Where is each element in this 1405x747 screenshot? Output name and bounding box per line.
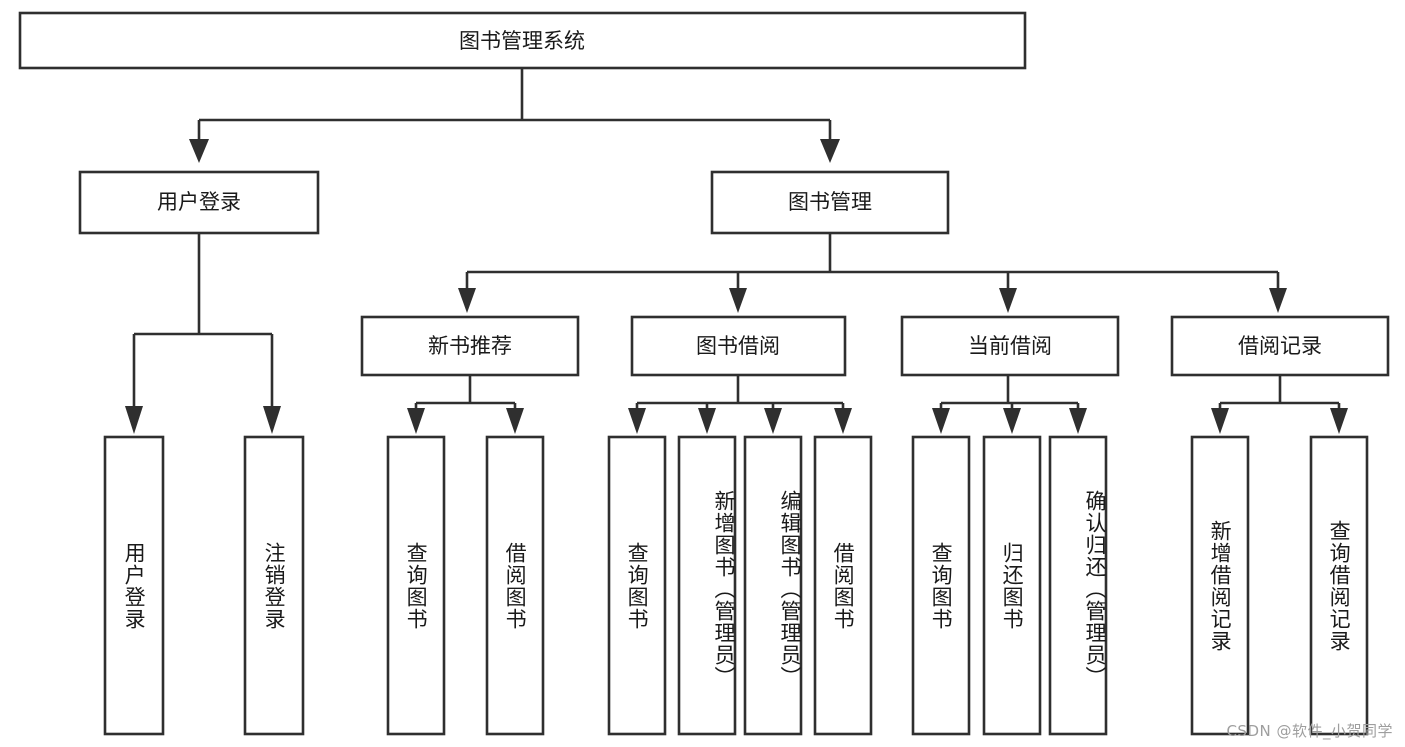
arrowhead-leaf-confirm-return-admin [1069,408,1087,434]
node-new-book-rec-label: 新书推荐 [428,334,512,358]
arrowhead-book-manage [820,139,840,163]
connector-group-borrow-record [1211,375,1348,434]
leaf-box-logout[interactable] [243,435,305,736]
leaf-box-confirm-return-admin[interactable] [1048,435,1108,736]
arrowhead-book-borrow [729,288,747,313]
arrowhead-leaf-query-book-rec [407,408,425,434]
node-book-manage[interactable]: 图书管理 [710,170,950,235]
node-current-borrow-label: 当前借阅 [968,334,1052,358]
arrowhead-leaf-user-login [125,406,143,434]
arrowhead-user-login [189,139,209,163]
node-new-book-rec-box[interactable] [360,315,580,377]
node-root-system[interactable]: 图书管理系统 [18,11,1027,70]
leaf-box-add-borrow-record[interactable] [1190,435,1250,736]
leaf-box-return-book[interactable] [982,435,1042,736]
node-book-borrow[interactable]: 图书借阅 [630,315,847,377]
node-current-borrow[interactable]: 当前借阅 [900,315,1120,377]
connector-group-root [189,68,840,163]
leaf-box-query-borrow-record[interactable] [1309,435,1369,736]
node-current-borrow-box[interactable] [900,315,1120,377]
arrowhead-borrow-record [1269,288,1287,313]
arrowhead-leaf-query-book-bb [628,408,646,434]
arrowhead-leaf-borrow-book-rec [506,408,524,434]
arrowhead-leaf-query-book-cb [932,408,950,434]
arrowhead-leaf-return-book [1003,408,1021,434]
node-book-manage-box[interactable] [710,170,950,235]
node-borrow-record[interactable]: 借阅记录 [1170,315,1390,377]
node-root-box[interactable] [18,11,1027,70]
leaf-box-borrow-book-rec[interactable] [485,435,545,736]
arrowhead-leaf-add-borrow-record [1211,408,1229,434]
leaf-box-borrow-book-bb[interactable] [813,435,873,736]
arrowhead-leaf-logout [263,406,281,434]
leaf-box-user-login[interactable] [103,435,165,736]
node-borrow-record-label: 借阅记录 [1238,334,1322,358]
connector-group-new-book-rec [407,375,524,434]
arrowhead-new-book-rec [458,288,476,313]
leaf-box-query-book-cb[interactable] [911,435,971,736]
node-book-borrow-box[interactable] [630,315,847,377]
leaf-box-edit-book-admin[interactable] [743,435,803,736]
arrowhead-current-borrow [999,288,1017,313]
leaf-box-query-book-rec[interactable] [386,435,446,736]
node-new-book-rec[interactable]: 新书推荐 [360,315,580,377]
node-user-login-box[interactable] [78,170,320,235]
leaf-box-add-book-admin[interactable] [677,435,737,736]
node-borrow-record-box[interactable] [1170,315,1390,377]
node-root-label: 图书管理系统 [459,29,585,53]
node-book-manage-label: 图书管理 [788,190,872,214]
node-user-login-label: 用户登录 [157,190,241,214]
leaf-boxes-group [103,435,1369,736]
arrowhead-leaf-add-book-admin [698,408,716,434]
connector-group-book-manage [458,233,1287,313]
arrowhead-leaf-borrow-book-bb [834,408,852,434]
leaf-box-query-book-bb[interactable] [607,435,667,736]
arrowhead-leaf-edit-book-admin [764,408,782,434]
node-book-borrow-label: 图书借阅 [696,334,780,358]
connector-group-book-borrow [628,375,852,434]
node-user-login[interactable]: 用户登录 [78,170,320,235]
arrowhead-leaf-query-borrow-record [1330,408,1348,434]
watermark-text: CSDN @软件_小贺同学 [1226,722,1393,740]
connector-group-current-borrow [932,375,1087,434]
connector-group-user-login [125,233,281,434]
